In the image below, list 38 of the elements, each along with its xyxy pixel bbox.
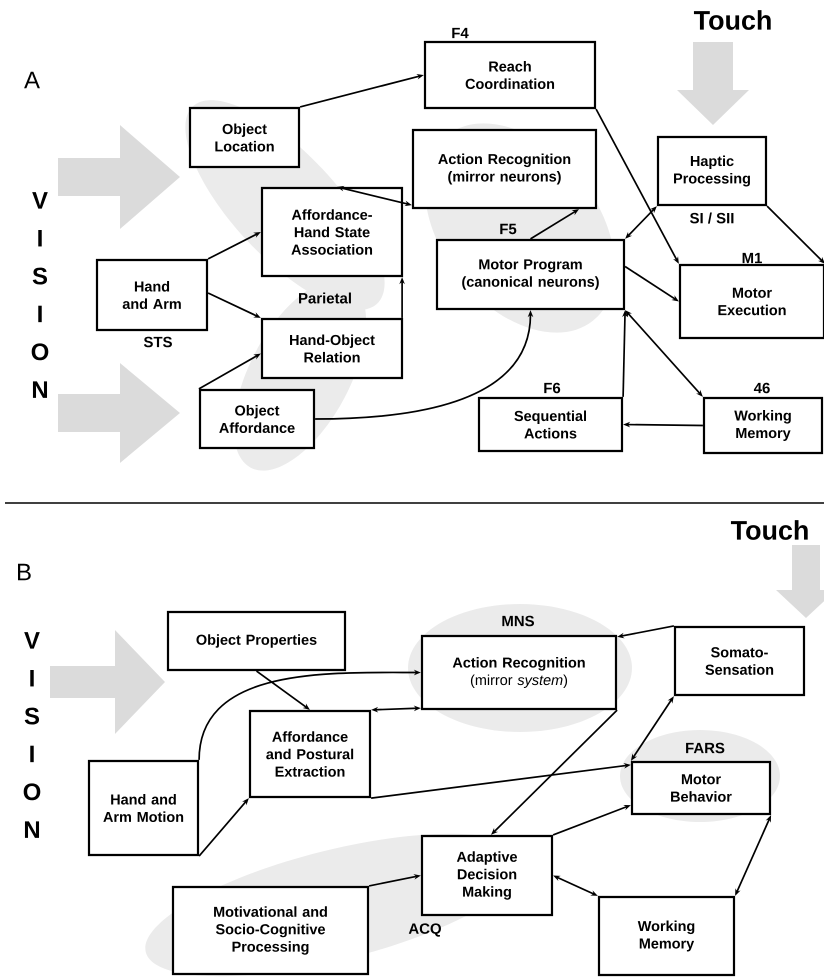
process-box: Sequential Actions: [478, 396, 624, 452]
process-box: Somato-Sensation: [674, 626, 806, 696]
process-box: Motivational and Socio-Cognitive Processing: [172, 886, 370, 976]
process-box: Action Recognition (mirror system): [420, 634, 618, 710]
touch-label: Touch: [730, 520, 808, 540]
process-box: Adaptive Decision Making: [420, 834, 554, 916]
process-box: Motor Program (canonical neurons): [436, 238, 626, 310]
process-box: Hand and Arm: [96, 258, 208, 332]
process-box: Action Recognition (mirror neurons): [412, 128, 598, 210]
area-label: SI / SII: [690, 212, 734, 224]
area-label: F4: [452, 28, 469, 38]
area-label: F5: [500, 224, 516, 234]
process-box: Affordance and Postural Extraction: [248, 710, 372, 798]
area-label: F6: [544, 382, 560, 394]
area-label: 46: [754, 382, 770, 394]
process-box: Reach Coordination: [424, 40, 596, 110]
process-box: Object Location: [188, 106, 300, 168]
process-box: Working Memory: [702, 396, 824, 454]
process-box: Object Affordance: [198, 388, 316, 450]
process-box: Motor Behavior: [630, 760, 772, 816]
area-label: FARS: [686, 742, 724, 754]
area-label: STS: [144, 336, 172, 348]
process-box: Hand-Object Relation: [260, 318, 404, 380]
area-label: M1: [742, 252, 762, 264]
area-label: MNS: [502, 616, 534, 626]
panel-letter: B: [18, 564, 31, 580]
panel-letter: A: [24, 72, 40, 88]
area-label: ACQ: [408, 923, 441, 937]
process-box: Working Memory: [598, 896, 736, 976]
area-label: Parietal: [299, 292, 351, 304]
process-box: Affordance-Hand State Association: [260, 186, 404, 278]
vision-label: V I S I O N: [24, 632, 40, 838]
vision-label: V I S I O N: [32, 192, 48, 398]
process-box: Motor Execution: [678, 264, 824, 340]
process-box: Object Properties: [166, 610, 346, 672]
process-box: Hand and Arm Motion: [88, 760, 200, 856]
touch-label: Touch: [694, 10, 771, 30]
process-box: Haptic Processing: [656, 136, 768, 206]
